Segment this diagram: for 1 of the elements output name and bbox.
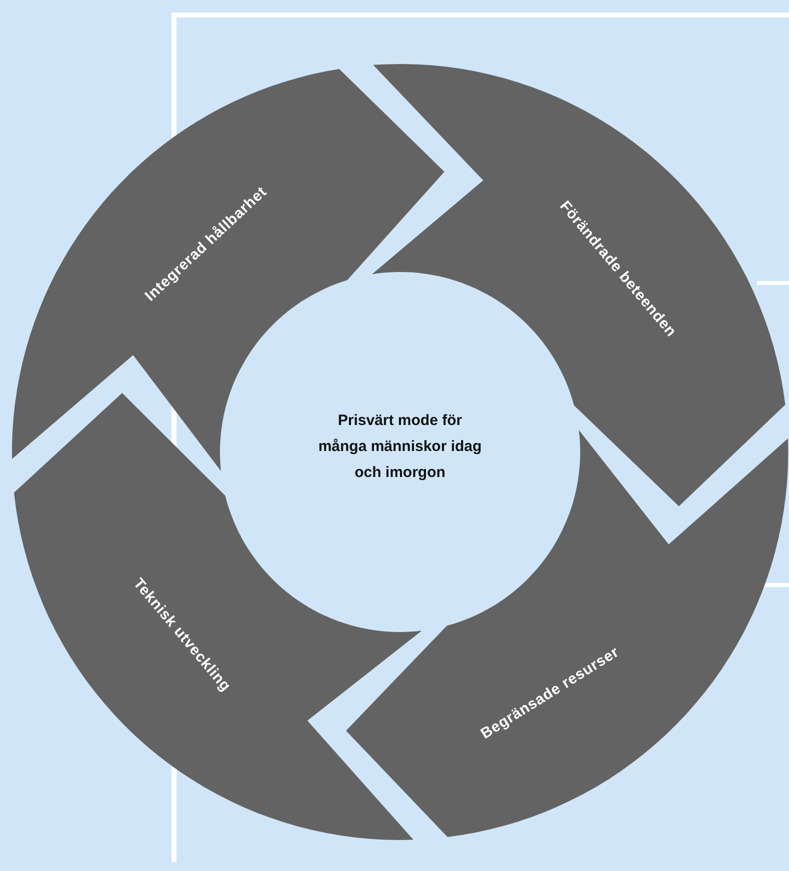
center-text: Prisvärt mode för många människor idag och imorgon [317, 411, 483, 483]
